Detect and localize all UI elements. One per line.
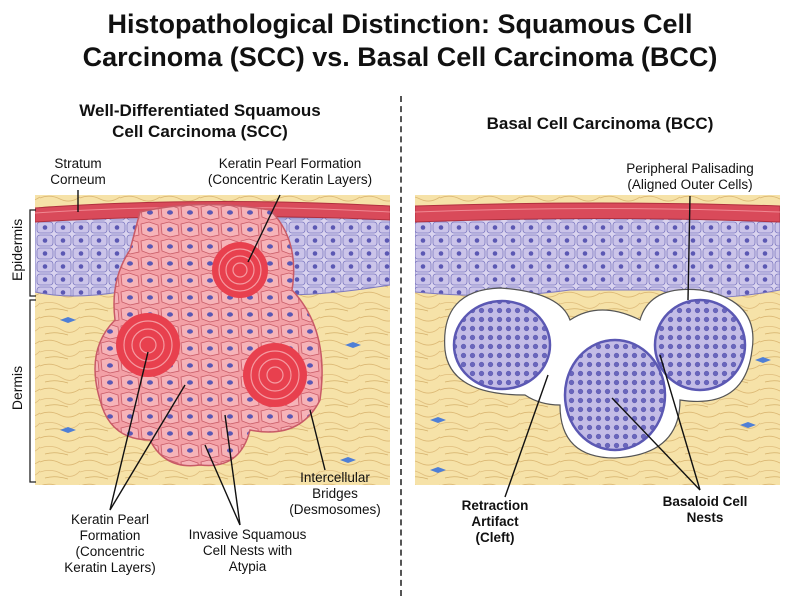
label-intercellular-bridges: Intercellular Bridges (Desmosomes) bbox=[289, 470, 381, 517]
label-keratin-pearl-bottom: Keratin Pearl Formation (Concentric Kera… bbox=[64, 512, 156, 575]
label-epidermis: Epidermis bbox=[9, 218, 25, 281]
bcc-tissue bbox=[415, 195, 780, 485]
label-peripheral-palisading: Peripheral Palisading (Aligned Outer Cel… bbox=[626, 161, 754, 192]
keratin-pearl bbox=[212, 242, 268, 298]
panel-divider bbox=[400, 96, 402, 596]
page-title: Histopathological Distinction: Squamous … bbox=[82, 9, 718, 72]
bcc-panel-heading: Basal Cell Carcinoma (BCC) bbox=[486, 114, 714, 133]
label-stratum-corneum: Stratum Corneum bbox=[50, 156, 106, 187]
scc-tissue bbox=[35, 195, 390, 485]
label-dermis: Dermis bbox=[9, 365, 25, 411]
label-invasive-nests: Invasive Squamous Cell Nests with Atypia bbox=[188, 527, 307, 574]
keratin-pearl bbox=[243, 343, 307, 407]
label-keratin-pearl-top: Keratin Pearl Formation (Concentric Kera… bbox=[207, 156, 373, 187]
label-basaloid-nests: Basaloid Cell Nests bbox=[662, 494, 748, 525]
layer-brackets bbox=[29, 209, 36, 483]
keratin-pearl bbox=[116, 313, 180, 377]
label-retraction-artifact: Retraction Artifact (Cleft) bbox=[461, 498, 529, 545]
scc-panel-heading: Well-Differentiated Squamous Cell Carcin… bbox=[79, 101, 321, 141]
